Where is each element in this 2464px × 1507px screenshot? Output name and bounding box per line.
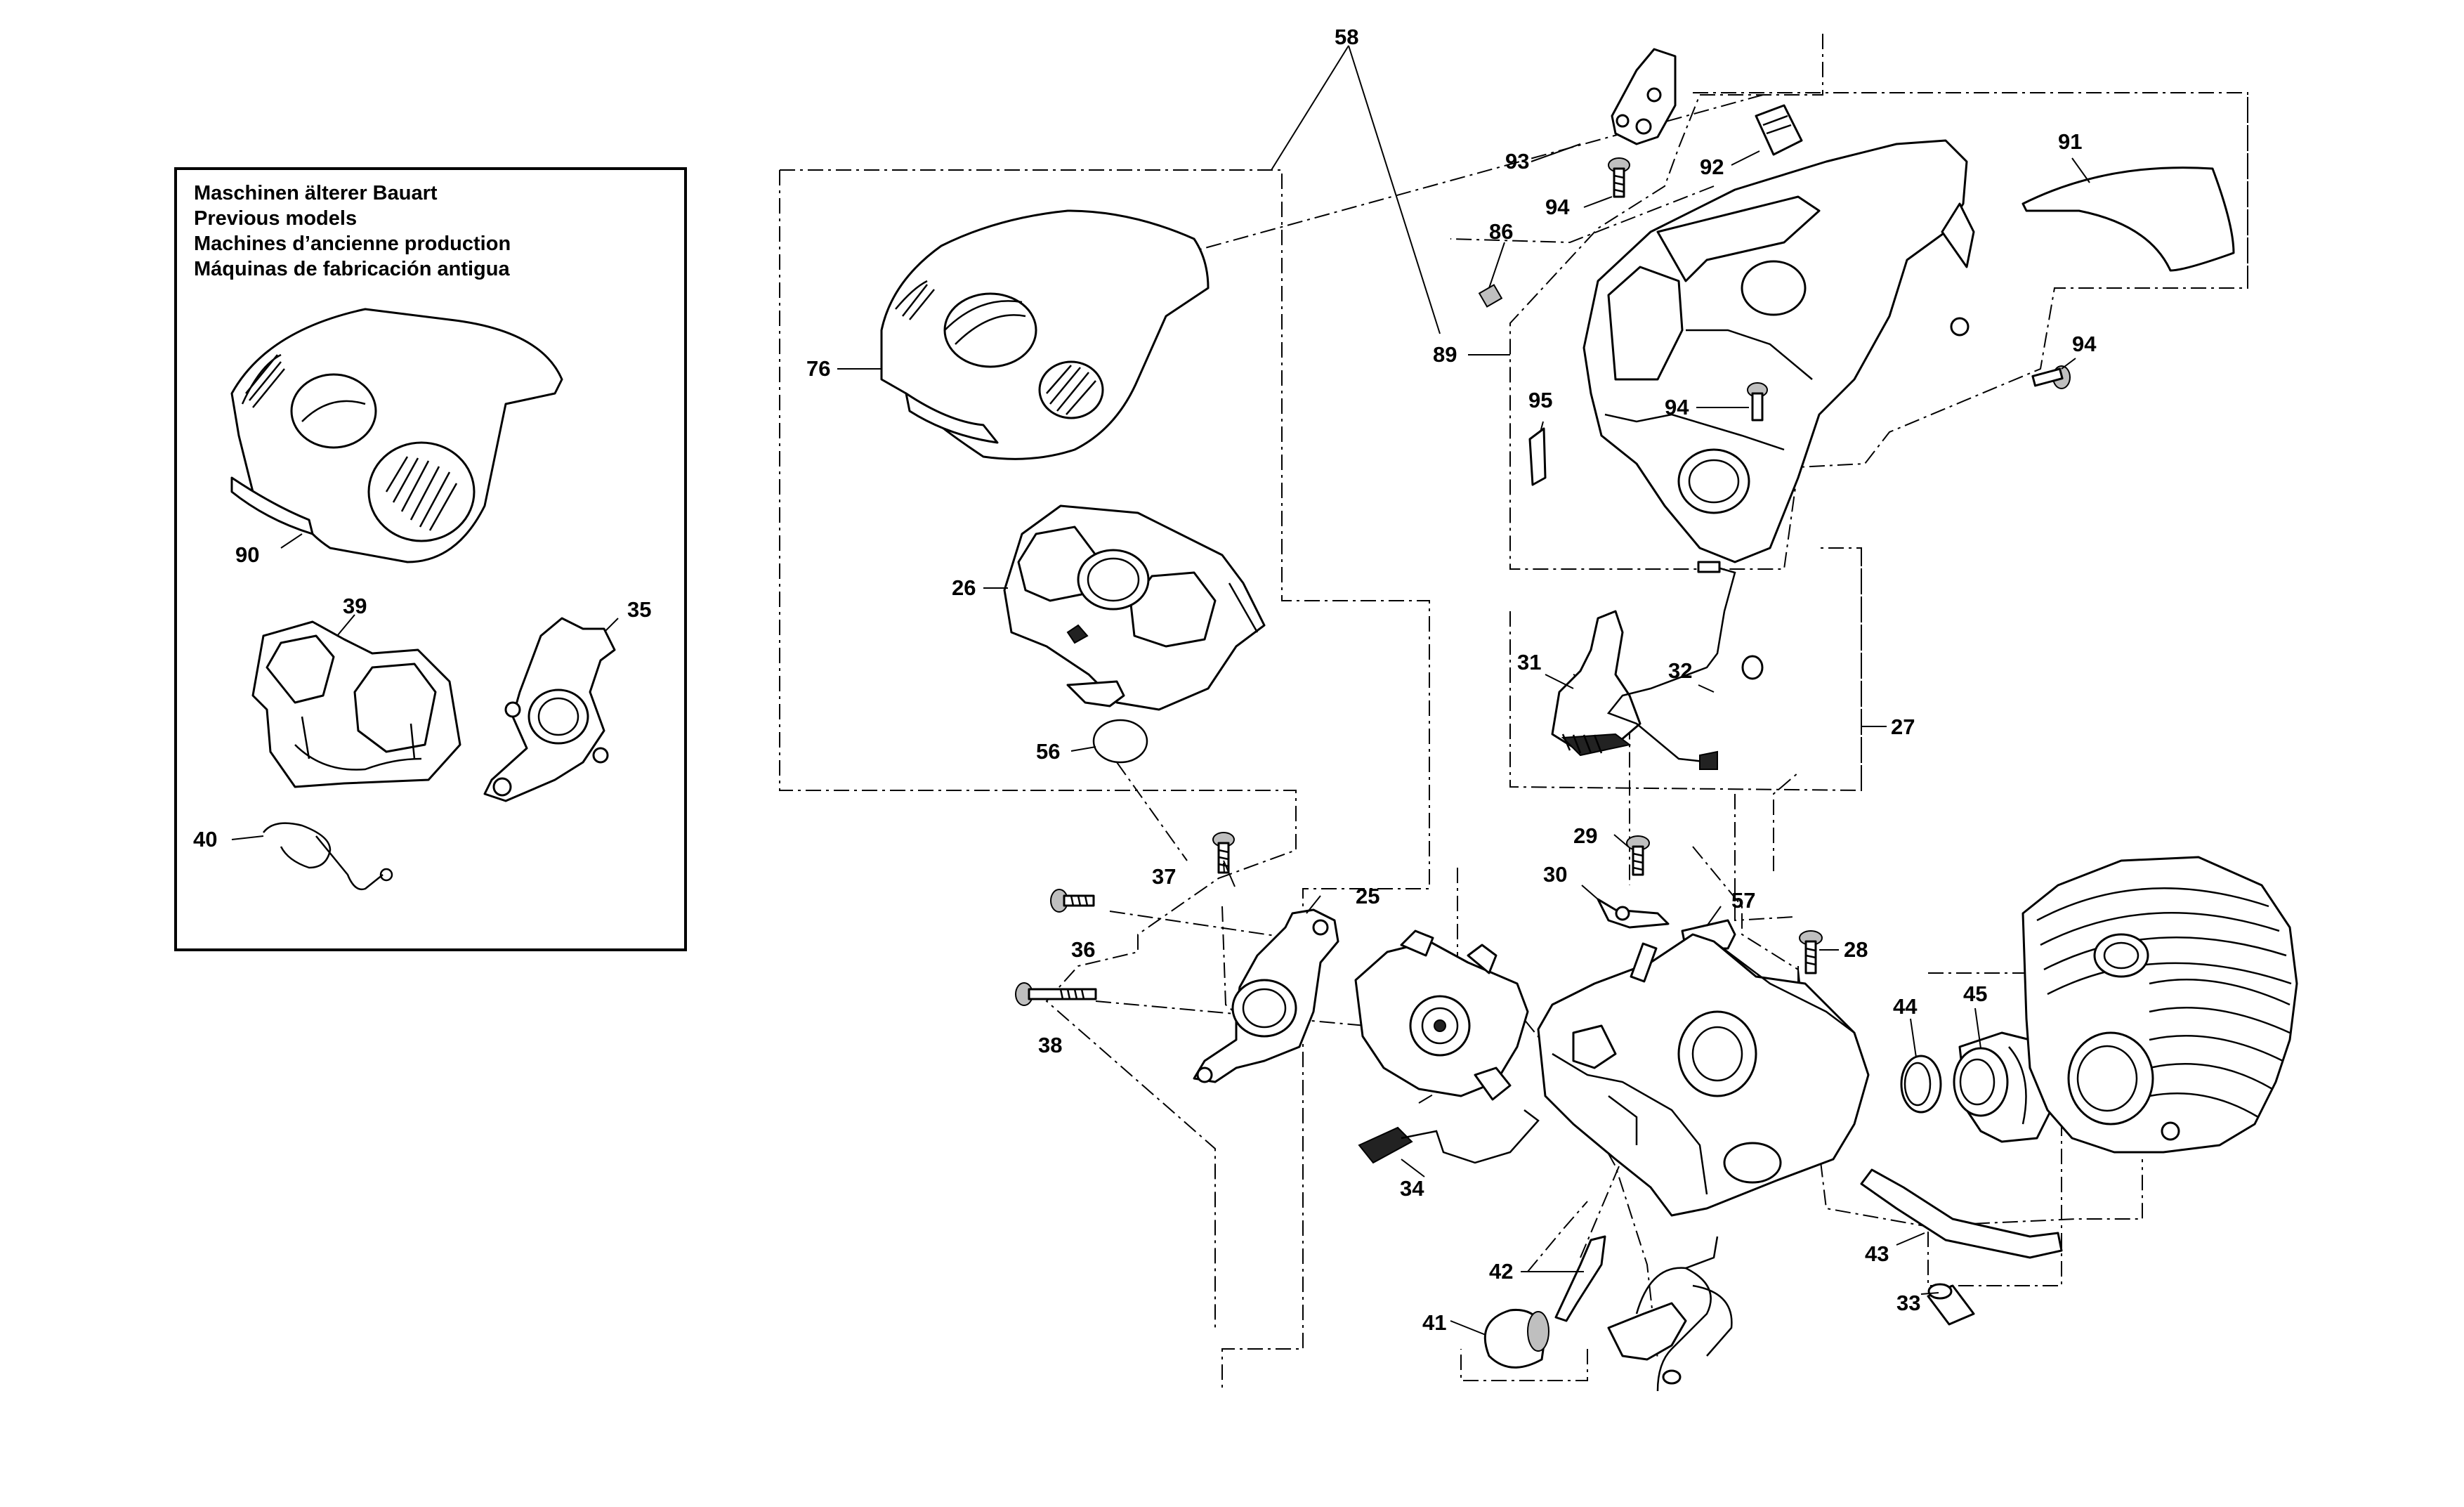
callout-40: 40 <box>193 827 217 852</box>
part-carburetor <box>1354 929 1529 1101</box>
part-44-intake-ring <box>1900 1055 1942 1114</box>
inset-title-es: Máquinas de fabricación antigua <box>194 258 510 280</box>
inset-title-fr: Machines d’ancienne production <box>194 233 511 255</box>
callout-91: 91 <box>2058 129 2082 154</box>
callout-33: 33 <box>1896 1291 1920 1315</box>
callout-58: 58 <box>1335 25 1358 49</box>
callout-95: 95 <box>1528 388 1552 412</box>
callout-44: 44 <box>1893 994 1918 1019</box>
callout-56: 56 <box>1036 739 1060 764</box>
inset-title: Maschinen älterer Bauart Previous models… <box>194 181 679 282</box>
callout-25: 25 <box>1356 884 1380 908</box>
callout-93: 93 <box>1505 149 1529 174</box>
part-86-screw <box>1478 284 1503 308</box>
part-cylinder <box>2021 856 2298 1154</box>
callout-94-mid: 94 <box>1665 395 1689 419</box>
part-41-primer-bulb <box>1483 1308 1549 1369</box>
inset-frame <box>174 167 687 951</box>
callout-92: 92 <box>1700 155 1724 179</box>
callout-27: 27 <box>1891 715 1915 739</box>
part-45-intake-manifold <box>1953 1031 2052 1143</box>
part-42-fuel-line <box>1554 1235 1606 1322</box>
group-outline-top <box>1509 34 2248 570</box>
part-40-clip <box>263 822 384 891</box>
part-94-screw-b <box>1747 382 1768 422</box>
part-76-top-cover <box>880 209 1210 460</box>
part-93-bracket <box>1611 48 1677 145</box>
part-31-throttle-trigger <box>1551 610 1641 757</box>
part-28-screw <box>1799 930 1823 974</box>
part-43-fuel-hose <box>1860 1168 2063 1259</box>
part-56-o-ring <box>1092 719 1148 764</box>
group-outline-throttle <box>1509 547 1862 792</box>
group-outline-cylinder <box>1927 972 2062 1286</box>
callout-39: 39 <box>343 594 367 618</box>
callout-94-right: 94 <box>2072 332 2097 356</box>
inset-title-en: Previous models <box>194 207 358 230</box>
part-91-shroud-strip <box>2021 167 2235 272</box>
part-34-choke-rod <box>1358 1109 1540 1164</box>
callout-35: 35 <box>627 597 651 622</box>
callout-94-top: 94 <box>1545 195 1570 219</box>
part-26-air-filter <box>1003 504 1266 711</box>
leader-lines <box>231 45 2090 1336</box>
callout-32: 32 <box>1668 658 1692 683</box>
inset-title-de: Maschinen älterer Bauart <box>194 182 438 204</box>
group-outline-left <box>780 169 1430 1391</box>
callout-29: 29 <box>1573 823 1597 848</box>
part-29-screw <box>1626 835 1650 876</box>
callout-37: 37 <box>1152 864 1176 889</box>
group-outline-top-right <box>1693 92 2248 288</box>
part-35-old-carb-flange <box>483 617 616 802</box>
callout-28: 28 <box>1844 937 1868 962</box>
part-25-carb-flange <box>1193 908 1339 1083</box>
part-30-link <box>1597 898 1670 929</box>
part-36-screw <box>1050 889 1095 913</box>
callout-31: 31 <box>1517 650 1541 674</box>
callout-45: 45 <box>1963 981 1987 1006</box>
part-38-long-screw <box>1015 982 1097 1006</box>
callout-57: 57 <box>1731 888 1755 913</box>
callout-41: 41 <box>1422 1310 1446 1335</box>
part-90-old-top-cover <box>230 308 563 563</box>
part-33-hose <box>1927 1283 1975 1326</box>
part-fuel-tube-assembly <box>1607 1236 1733 1392</box>
callout-36: 36 <box>1071 937 1095 962</box>
callout-90: 90 <box>235 542 259 567</box>
part-94-screw-a <box>1608 157 1630 198</box>
part-92-label <box>1755 104 1803 156</box>
callout-26: 26 <box>952 575 976 600</box>
callout-30: 30 <box>1543 862 1567 887</box>
part-95-label <box>1528 427 1547 486</box>
part-32-throttle-cable <box>1606 561 1764 770</box>
callout-89: 89 <box>1433 342 1457 367</box>
callout-42: 42 <box>1489 1259 1513 1284</box>
part-39-old-filter-base <box>251 620 461 788</box>
part-crankcase-housing <box>1537 933 1870 1217</box>
callout-numbers: 58 76 26 56 86 89 93 94 92 91 94 94 95 3… <box>193 25 2097 1335</box>
callout-76: 76 <box>806 356 830 381</box>
group-outline-lower <box>1460 1349 1588 1381</box>
group-outline-filter <box>779 170 1297 1328</box>
callout-38: 38 <box>1038 1033 1062 1057</box>
part-40-hook <box>379 868 393 882</box>
callout-86: 86 <box>1489 219 1513 244</box>
callout-43: 43 <box>1865 1241 1889 1266</box>
part-89-engine-shroud <box>1582 139 1975 563</box>
part-94-screw-c <box>2031 365 2071 389</box>
callout-34: 34 <box>1400 1176 1424 1201</box>
